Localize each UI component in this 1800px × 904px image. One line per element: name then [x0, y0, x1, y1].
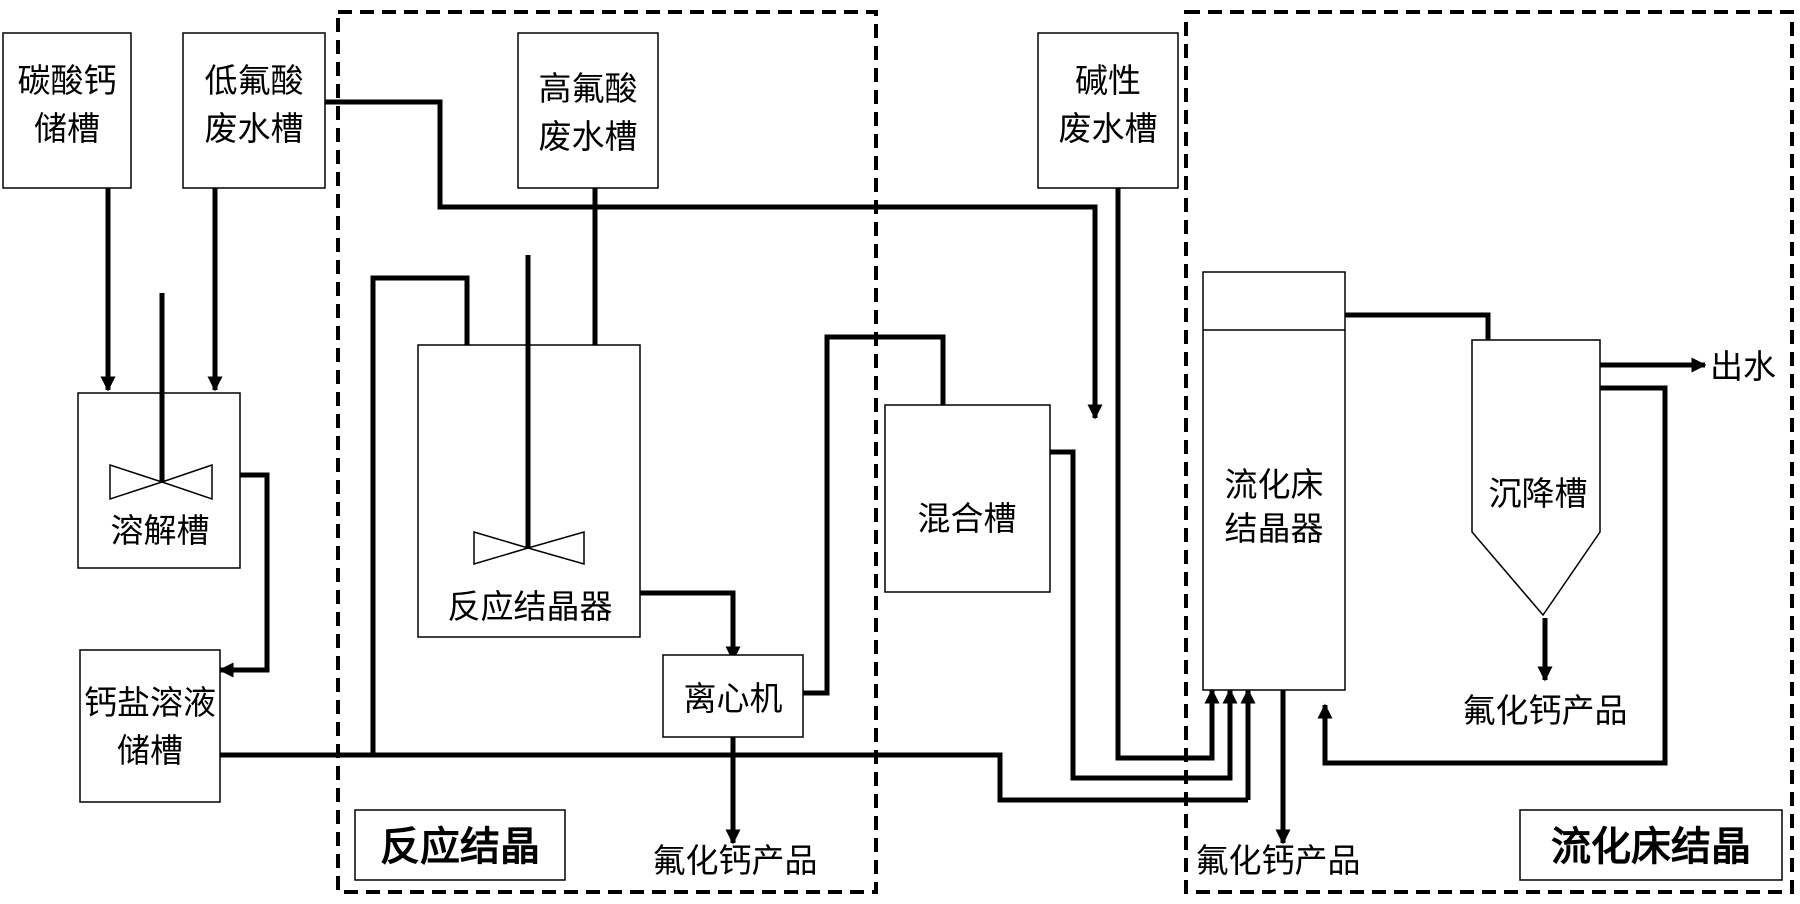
reaction-crystallizer-label: 反应结晶器: [448, 587, 613, 626]
reactor-stirrer-impeller-right: [525, 531, 585, 565]
zone-label-fluidized: 流化床结晶: [1551, 824, 1751, 870]
caco3-storage-label-2: 储槽: [34, 109, 100, 148]
mixing-tank-label: 混合槽: [918, 499, 1017, 538]
calcium-salt-label-1: 钙盐溶液: [84, 683, 216, 722]
dissolving-stirrer-impeller-right: [159, 463, 213, 501]
high-fluoride-label-2: 废水槽: [539, 117, 638, 156]
centrifuge: [662, 654, 804, 738]
pipe-casalt-main: [220, 752, 1248, 803]
caf2-product-centrifuge: 氟化钙产品: [653, 841, 818, 880]
low-fluoride-label-2: 废水槽: [205, 109, 304, 148]
settling-tank-label: 沉降槽: [1489, 474, 1588, 513]
calcium-salt-label-2: 储槽: [117, 731, 183, 770]
settling-tank: [1471, 339, 1601, 617]
alkaline-label-1: 碱性: [1075, 61, 1141, 100]
mixing-tank: [884, 404, 1051, 593]
caco3-storage-label-1: 碳酸钙: [18, 61, 117, 100]
high-fluoride-wastewater-tank: [517, 32, 659, 189]
pipe-reactor-to-centrifuge: [640, 590, 741, 662]
outlet-water-label: 出水: [1710, 347, 1776, 386]
fluidized-bed-zone: [1184, 10, 1794, 894]
zone-label-reaction: 反应结晶: [380, 824, 540, 870]
fluidized-bed-label-1: 流化床: [1225, 465, 1324, 504]
pipe-centrifuge-to-mixing: [803, 334, 951, 696]
pipe-settler-recycle: [1317, 385, 1668, 766]
pipe-fb-to-settler: [1345, 312, 1496, 427]
alkaline-wastewater-tank: [1037, 32, 1179, 189]
reactor-stirrer-impeller: [473, 530, 531, 566]
low-fluoride-label-1: 低氟酸: [205, 61, 304, 100]
centrifuge-label: 离心机: [684, 679, 783, 718]
dissolving-stirrer-impeller: [109, 463, 165, 501]
pipe-lowf-to-mixing: [325, 99, 1103, 420]
zone-label-box-fluidized: [1519, 809, 1783, 881]
pipe-alkaline-to-fb: [1115, 188, 1220, 761]
caf2-product-settler: 氟化钙产品: [1463, 691, 1628, 730]
calcium-salt-solution-tank: [79, 649, 221, 803]
dissolving-tank-label: 溶解槽: [111, 511, 210, 550]
low-fluoride-wastewater-tank: [182, 32, 326, 189]
caf2-product-fluidized-bed: 氟化钙产品: [1196, 841, 1361, 880]
caco3-storage-tank: [2, 32, 132, 189]
alkaline-label-2: 废水槽: [1059, 109, 1158, 148]
high-fluoride-label-1: 高氟酸: [539, 69, 638, 108]
fluidized-bed-label-2: 结晶器: [1225, 509, 1324, 548]
pipe-dissolve-to-casalt: [218, 472, 270, 678]
pipe-mixing-to-fb: [1050, 449, 1238, 781]
fluidized-bed-crystallizer: [1202, 271, 1346, 691]
zone-label-box-reaction: [354, 809, 566, 881]
reaction-crystallization-zone: [336, 10, 878, 894]
